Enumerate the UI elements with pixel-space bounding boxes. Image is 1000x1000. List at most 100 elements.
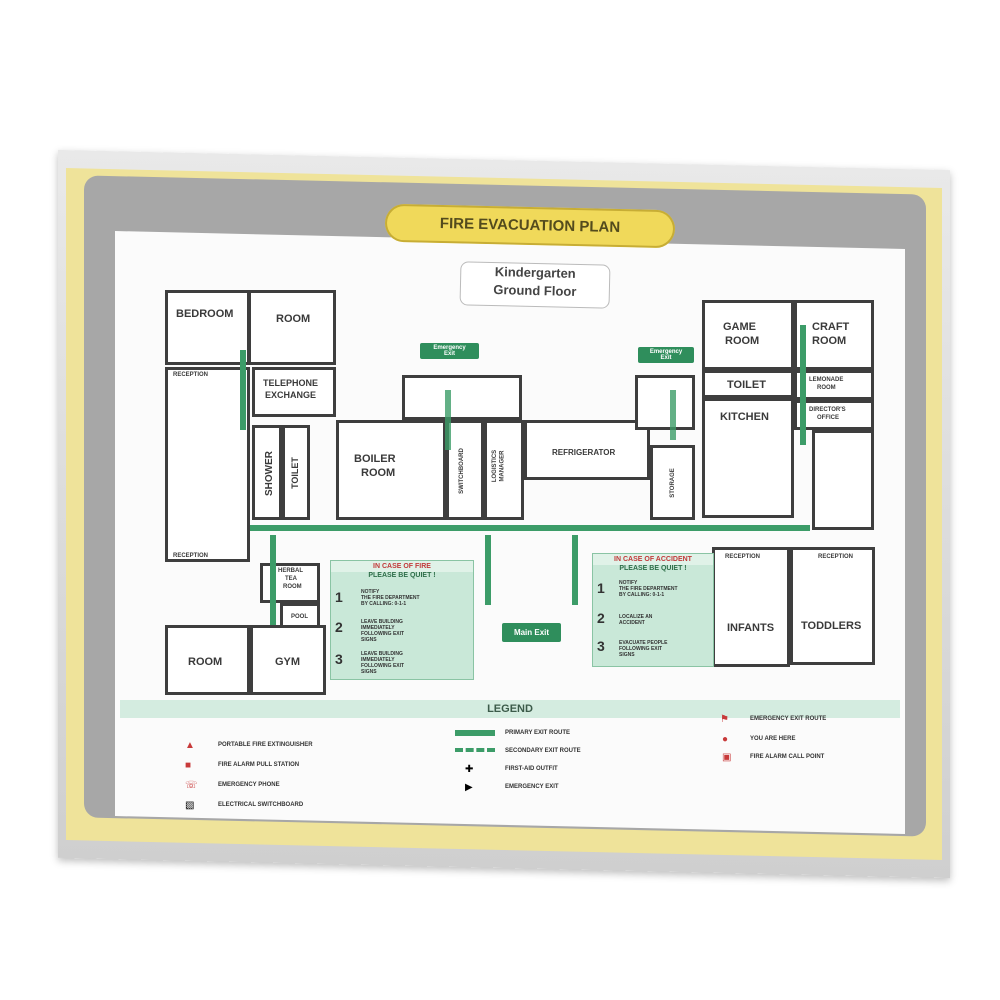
emergency-exit-right-1: Emergency — [649, 349, 683, 355]
legend: LEGEND ▲ PORTABLE FIRE EXTINGUISHER ■ FI… — [120, 700, 900, 820]
stairs-center-left — [402, 375, 522, 420]
room-gym: GYM — [250, 625, 326, 695]
legend-item-6: SECONDARY EXIT ROUTE — [505, 748, 581, 754]
fire-step-2-line-1: LEAVE BUILDING — [361, 619, 403, 625]
room-storage: STORAGE — [650, 445, 695, 520]
label-logistics-1: LOGISTICS — [492, 449, 499, 483]
secondary-exit-route-right — [670, 390, 676, 440]
label-gym: GYM — [275, 656, 301, 668]
label-telephone-1: TELEPHONE — [263, 378, 319, 388]
fire-alarm-pull-station-icon: ■ — [185, 760, 192, 771]
label-herbal-3: ROOM — [283, 584, 302, 590]
fire-step-3-line-4: SIGNS — [361, 669, 377, 675]
fire-instructions: IN CASE OF FIRE PLEASE BE QUIET ! 1 NOTI… — [330, 560, 474, 680]
accident-step-1-line-1: NOTIFY — [619, 580, 638, 586]
legend-item-11: FIRE ALARM CALL POINT — [750, 754, 825, 760]
accident-step-2-text: LOCALIZE AN ACCIDENT — [619, 614, 652, 626]
label-boiler-1: BOILER — [354, 453, 396, 465]
room-logistics: LOGISTICS MANAGER — [484, 420, 524, 520]
legend-item-5: PRIMARY EXIT ROUTE — [505, 730, 571, 736]
emergency-exit-route-icon: ⚑ — [720, 714, 729, 725]
room-game: GAME ROOM — [702, 300, 794, 370]
primary-exit-route-bedroom — [240, 350, 246, 430]
label-game-2: ROOM — [725, 335, 760, 347]
label-toddlers: TODDLERS — [801, 620, 862, 632]
label-refrigerator: REFRIGERATOR — [552, 448, 616, 457]
legend-item-8: EMERGENCY EXIT — [505, 784, 559, 790]
emergency-exit-right-2: Exit — [660, 355, 672, 361]
legend-title: LEGEND — [120, 700, 900, 718]
fire-step-3-line-1: LEAVE BUILDING — [361, 651, 403, 657]
accident-step-1-line-3: BY CALLING: 0-1-1 — [619, 592, 665, 598]
fire-step-2-number: 2 — [335, 619, 343, 635]
accident-heading: IN CASE OF ACCIDENT — [593, 554, 713, 565]
you-are-here-icon: ● — [722, 734, 729, 745]
fire-extinguisher-icon: ▲ — [185, 740, 195, 751]
accident-step-2-line-1: LOCALIZE AN — [619, 614, 653, 620]
label-game-1: GAME — [723, 321, 756, 333]
label-pool: POOL — [291, 614, 309, 620]
fire-step-2-line-2: IMMEDIATELY — [361, 625, 395, 631]
room-toilet-right: TOILET — [702, 370, 794, 398]
room-toilet-left: TOILET — [282, 425, 310, 520]
accident-step-3-line-2: FOLLOWING EXIT — [619, 646, 663, 652]
stairs-right — [812, 430, 874, 530]
label-toilet-left: TOILET — [289, 457, 300, 489]
room-refrigerator: REFRIGERATOR — [524, 420, 650, 480]
legend-item-3: EMERGENCY PHONE — [218, 782, 280, 788]
label-infants: INFANTS — [727, 622, 775, 634]
label-reception-right: RECEPTION — [818, 554, 854, 560]
label-logistics-2: MANAGER — [499, 450, 506, 482]
room-lemonade: LEMONADE ROOM — [794, 370, 874, 400]
accident-step-3-line-1: EVACUATE PEOPLE — [619, 640, 668, 646]
accident-step-3-number: 3 — [597, 638, 605, 654]
emergency-exit-right: Emergency Exit — [638, 347, 694, 363]
fire-step-3-text: LEAVE BUILDING IMMEDIATELY FOLLOWING EXI… — [361, 651, 404, 675]
label-reception-left-top: RECEPTION — [173, 372, 209, 378]
accident-step-1-text: NOTIFY THE FIRE DEPARTMENT BY CALLING: 0… — [619, 580, 678, 598]
emergency-exit-left-2: Exit — [443, 351, 455, 357]
label-reception-mid: RECEPTION — [725, 554, 761, 560]
accident-step-3-line-3: SIGNS — [619, 652, 635, 658]
legend-item-1: PORTABLE FIRE EXTINGUISHER — [218, 742, 313, 748]
label-lemonade-1: LEMONADE — [809, 377, 844, 383]
legend-item-9: EMERGENCY EXIT ROUTE — [750, 716, 827, 722]
room-infants: RECEPTION INFANTS — [712, 547, 790, 667]
legend-item-2: FIRE ALARM PULL STATION — [218, 762, 300, 768]
room-herbal: HERBAL TEA ROOM — [260, 563, 320, 603]
accident-step-1-line-2: THE FIRE DEPARTMENT — [619, 586, 678, 592]
legend-item-10: YOU ARE HERE — [750, 736, 796, 742]
emergency-exit-left-1: Emergency — [433, 345, 466, 351]
label-reception-left-bottom: RECEPTION — [173, 553, 209, 559]
fire-step-3-line-2: IMMEDIATELY — [361, 657, 395, 663]
accident-step-2-number: 2 — [597, 610, 605, 626]
label-toilet-right: TOILET — [727, 379, 766, 391]
emergency-exit-icon: ▶ — [465, 782, 473, 793]
label-switchboard: SWITCHBOARD — [458, 448, 465, 494]
room-telephone: TELEPHONE EXCHANGE — [252, 367, 336, 417]
fire-step-3-number: 3 — [335, 651, 343, 667]
room-toddlers: RECEPTION TODDLERS — [790, 547, 875, 665]
fire-step-1-number: 1 — [335, 589, 343, 605]
fire-step-3-line-3: FOLLOWING EXIT — [361, 663, 405, 669]
room-switchboard: SWITCHBOARD — [446, 420, 484, 520]
first-aid-outfit-icon: ✚ — [465, 764, 474, 775]
primary-exit-route-main-right — [572, 535, 578, 605]
fire-step-1-text: NOTIFY THE FIRE DEPARTMENT BY CALLING: 0… — [361, 589, 420, 607]
primary-exit-route-corridor — [250, 525, 810, 531]
secondary-exit-route-icon — [455, 748, 495, 756]
label-lemonade-2: ROOM — [817, 385, 836, 391]
floor-plan: BEDROOM ROOM RECEPTION RECEPTION TELEPHO… — [140, 285, 900, 695]
primary-exit-route-craft — [800, 325, 806, 445]
plan-title: FIRE EVACUATION PLAN — [384, 203, 676, 249]
label-bedroom: BEDROOM — [176, 308, 234, 320]
legend-item-7: FIRST-AID OUTFIT — [505, 766, 558, 772]
label-herbal-2: TEA — [285, 576, 297, 582]
emergency-exit-left: Emergency Exit — [420, 343, 479, 359]
room-kitchen: KITCHEN — [702, 398, 794, 518]
room-bedroom: BEDROOM — [165, 290, 250, 365]
accident-subheading: PLEASE BE QUIET ! — [619, 565, 687, 572]
room-boiler: BOILER ROOM — [336, 420, 446, 520]
fire-alarm-call-point-icon: ▣ — [722, 752, 732, 763]
fire-step-2-line-3: FOLLOWING EXIT — [361, 631, 405, 637]
